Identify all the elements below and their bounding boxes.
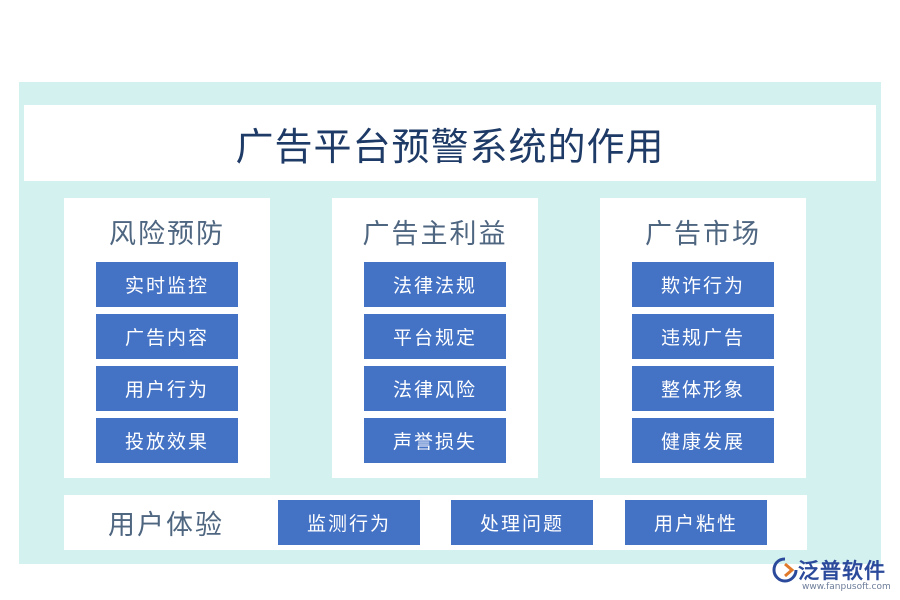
column-advertiser-interest: 广告主利益 法律法规 平台规定 法律风险 声誉损失 bbox=[332, 198, 538, 478]
column-heading: 广告主利益 bbox=[362, 219, 508, 250]
item-box: 法律法规 bbox=[364, 262, 506, 307]
item-box: 用户粘性 bbox=[625, 500, 767, 545]
item-box: 平台规定 bbox=[364, 314, 506, 359]
item-box: 声誉损失 bbox=[364, 418, 506, 463]
diagram-title: 广告平台预警系统的作用 bbox=[235, 124, 665, 169]
logo-name: 泛普软件 bbox=[798, 559, 886, 583]
bottom-row-user-experience: 用户体验 监测行为 处理问题 用户粘性 bbox=[64, 495, 807, 550]
item-box: 用户行为 bbox=[96, 366, 238, 411]
fanpu-logo-icon bbox=[772, 557, 798, 587]
item-box: 投放效果 bbox=[96, 418, 238, 463]
item-box: 法律风险 bbox=[364, 366, 506, 411]
item-box: 监测行为 bbox=[278, 500, 420, 545]
item-box: 广告内容 bbox=[96, 314, 238, 359]
item-box: 健康发展 bbox=[632, 418, 774, 463]
fanpu-logo: 泛普软件 www.fanpusoft.com bbox=[772, 555, 896, 595]
column-heading: 风险预防 bbox=[109, 219, 225, 250]
item-box: 欺诈行为 bbox=[632, 262, 774, 307]
item-box: 实时监控 bbox=[96, 262, 238, 307]
column-risk-prevention: 风险预防 实时监控 广告内容 用户行为 投放效果 bbox=[64, 198, 270, 478]
item-box: 处理问题 bbox=[451, 500, 593, 545]
item-box: 违规广告 bbox=[632, 314, 774, 359]
logo-url: www.fanpusoft.com bbox=[802, 582, 891, 592]
column-heading: 广告市场 bbox=[645, 219, 761, 250]
title-box: 广告平台预警系统的作用 bbox=[24, 105, 876, 181]
column-ad-market: 广告市场 欺诈行为 违规广告 整体形象 健康发展 bbox=[600, 198, 806, 478]
item-box: 整体形象 bbox=[632, 366, 774, 411]
bottom-heading: 用户体验 bbox=[108, 510, 224, 541]
